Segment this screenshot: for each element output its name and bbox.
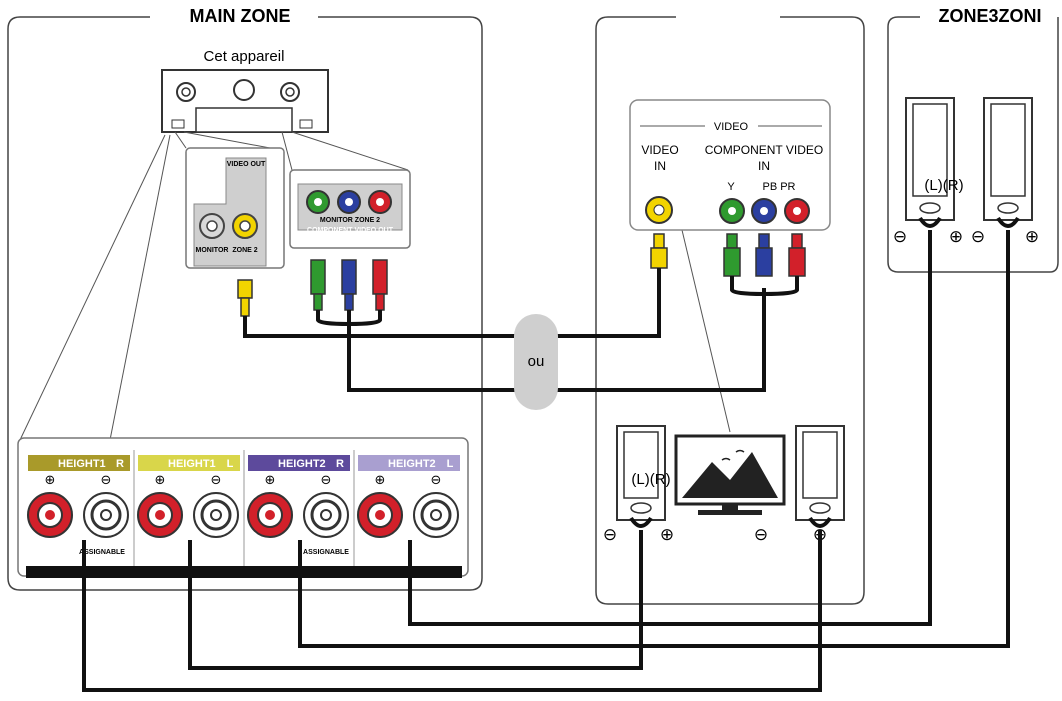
- zone3-speaker-left: [905, 97, 955, 221]
- tv-video-header: VIDEO: [714, 121, 749, 133]
- zone3-left-plus: ⊕: [949, 227, 963, 246]
- zone2-right-minus: ⊖: [754, 525, 768, 544]
- terminal-side: L: [227, 458, 234, 470]
- or-separator: ou: [514, 314, 558, 410]
- assignable-label: ASSIGNABLE: [79, 549, 125, 556]
- zone2-speaker-right: [795, 425, 845, 521]
- speaker-terminal-panel: [17, 437, 469, 578]
- zone3-title: ZONE3ZONI: [938, 6, 1041, 26]
- tv-video-in-label-2: IN: [654, 159, 666, 173]
- television: [674, 434, 786, 515]
- terminal-label: HEIGHT2: [278, 458, 326, 470]
- terminal-group-2: HEIGHT1 L ⊕ ⊖: [137, 455, 240, 538]
- zone2-left-minus: ⊖: [603, 525, 617, 544]
- device-label: Cet appareil: [204, 48, 285, 65]
- monitor-caption: MONITOR: [196, 247, 229, 254]
- zone3-right-plus: ⊕: [1025, 227, 1039, 246]
- video-out-panel: VIDEO OUT MONITOR ZONE 2: [185, 147, 285, 269]
- zoom-lines: [19, 131, 731, 441]
- terminal-group-4: HEIGHT2 L ⊕ ⊖: [357, 455, 460, 538]
- terminal-minus: ⊖: [101, 472, 112, 487]
- or-label: ou: [528, 353, 545, 370]
- zone-caption: ZONE 2: [232, 247, 257, 254]
- zone3-box: [887, 16, 1059, 273]
- zone3-right-minus: ⊖: [971, 227, 985, 246]
- zone2-box: [595, 16, 865, 605]
- terminal-groups: HEIGHT1 R ⊕ ⊖ HEIGHT1 L ⊕ ⊖ HEIGHT2 R ⊕ ⊖ HEIGHT2 L ⊕ ⊖…: [27, 455, 460, 556]
- zone2-lr-label: (L)(R): [631, 471, 670, 488]
- zone3-speaker-right: [983, 97, 1033, 221]
- terminal-plus: ⊕: [265, 472, 276, 487]
- tv-plugs: [650, 233, 806, 277]
- terminal-side: L: [447, 458, 454, 470]
- component-out-caption: COMPONENT VIDEO OUT: [307, 227, 394, 234]
- terminal-plus: ⊕: [45, 472, 56, 487]
- terminal-side: R: [336, 458, 344, 470]
- terminal-plus: ⊕: [155, 472, 166, 487]
- terminal-label: HEIGHT1: [168, 458, 216, 470]
- zone2-left-plus: ⊕: [660, 525, 674, 544]
- terminal-plus: ⊕: [375, 472, 386, 487]
- main-zone-title: MAIN ZONE: [190, 6, 291, 26]
- tv-component-in-label-1: COMPONENT VIDEO: [705, 143, 823, 157]
- video-out-caption: VIDEO OUT: [227, 161, 266, 168]
- zone2-speaker-left: [616, 425, 666, 521]
- receiver-device: [161, 69, 329, 133]
- terminal-minus: ⊖: [321, 472, 332, 487]
- terminal-label: HEIGHT2: [388, 458, 436, 470]
- tv-pbpr-label: PB PR: [762, 181, 795, 193]
- terminal-label: HEIGHT1: [58, 458, 106, 470]
- speaker-cables: [82, 216, 1020, 692]
- terminal-minus: ⊖: [431, 472, 442, 487]
- tv-input-panel: VIDEO VIDEO IN COMPONENT VIDEO IN Y PB P…: [629, 99, 831, 231]
- tv-component-in-label-2: IN: [758, 159, 770, 173]
- terminal-side: R: [116, 458, 124, 470]
- component-out-panel: MONITOR ZONE 2 COMPONENT VIDEO OUT: [289, 169, 411, 249]
- assignable-label: ASSIGNABLE: [303, 549, 349, 556]
- terminal-group-3: HEIGHT2 R ⊕ ⊖: [247, 455, 350, 538]
- component-zone-caption: MONITOR ZONE 2: [320, 217, 380, 224]
- tv-video-in-label-1: VIDEO: [641, 143, 678, 157]
- main-zone-box: [7, 16, 483, 591]
- zone3-left-minus: ⊖: [893, 227, 907, 246]
- tv-y-label: Y: [727, 181, 735, 193]
- zone3-lr-label: (L)(R): [924, 177, 963, 194]
- terminal-minus: ⊖: [211, 472, 222, 487]
- terminal-group-1: HEIGHT1 R ⊕ ⊖: [27, 455, 130, 538]
